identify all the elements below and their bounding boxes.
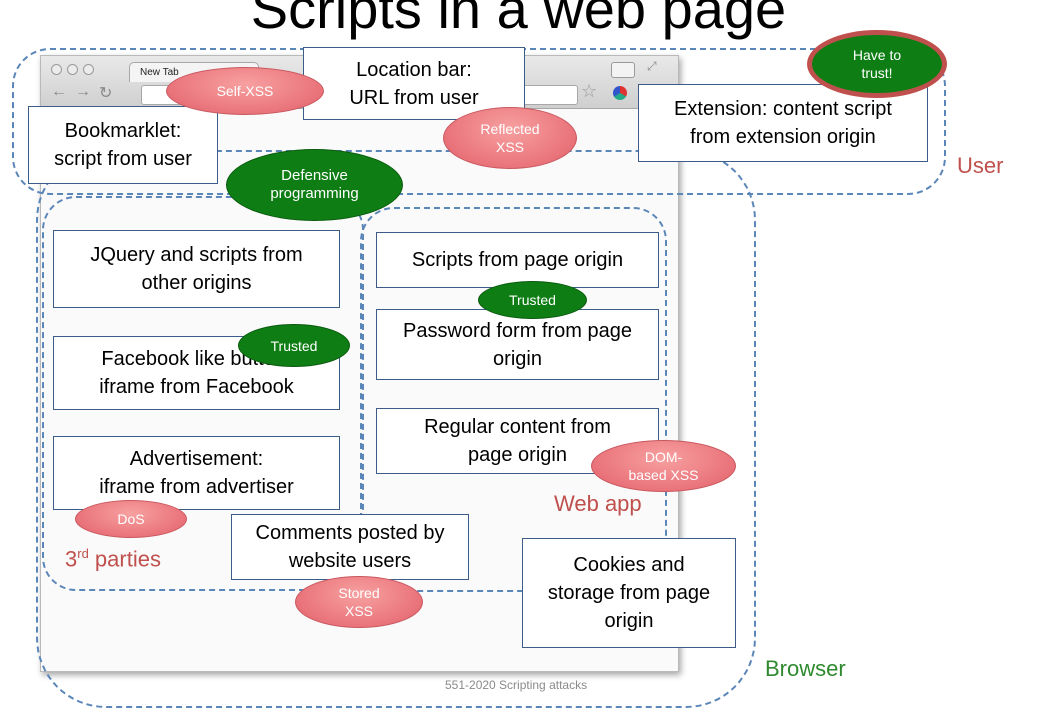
advertisement-line1: Advertisement: (129, 448, 264, 470)
reflected-xss-line2: XSS (495, 139, 524, 155)
have-to-trust-line1: Have to (852, 47, 902, 63)
facebook-line2: iframe from Facebook (99, 376, 294, 398)
jquery-line2: other origins (141, 272, 252, 294)
third-parties-sup: rd (77, 546, 89, 561)
bookmarklet-box: Bookmarklet: script from user (28, 106, 218, 184)
dos-oval: DoS (75, 500, 187, 538)
password-form-line1: Password form from page (403, 319, 632, 342)
extension-line1: Extension: content script (674, 98, 892, 120)
window-close-icon[interactable] (51, 64, 62, 75)
trusted-oval-facebook: Trusted (238, 324, 350, 367)
dom-xss-oval: DOM-based XSS (591, 440, 736, 492)
region-web-app (360, 207, 667, 592)
cookies-line2: storage from page (547, 582, 711, 604)
third-parties-label: 3rd parties (65, 546, 161, 572)
jquery-box: JQuery and scripts from other origins (53, 230, 340, 308)
extension-line2: from extension origin (690, 126, 876, 148)
back-arrow-icon[interactable]: ← (51, 83, 67, 100)
slide-title: Scripts in a web page (250, 0, 787, 40)
bookmark-star-icon[interactable]: ☆ (581, 81, 598, 101)
window-zoom-icon[interactable] (83, 64, 94, 75)
regular-content-line1: Regular content from (424, 416, 611, 438)
stored-xss-line2: XSS (344, 603, 373, 619)
comments-line2: website users (288, 550, 412, 572)
comments-box: Comments posted by website users (231, 514, 469, 580)
browser-label: Browser (765, 656, 846, 681)
location-bar-line2: URL from user (349, 86, 479, 109)
scripts-page-line1: Scripts from page origin (411, 249, 624, 271)
window-minimize-icon[interactable] (67, 64, 78, 75)
fullscreen-icon[interactable]: ⤢ (647, 59, 657, 73)
location-bar-line1: Location bar: (356, 58, 472, 81)
have-to-trust-line2: trust! (861, 65, 893, 81)
slide-footer: 551-2020 Scripting attacks (445, 678, 588, 692)
have-to-trust-oval: Have to trust! (807, 30, 947, 98)
password-form-line2: origin (493, 347, 542, 370)
cookies-line1: Cookies and (573, 554, 685, 576)
location-bar-box: Location bar: URL from user (303, 47, 525, 120)
region-browser (36, 150, 756, 708)
password-form-box: Password form from page origin (376, 309, 659, 380)
cookies-line3: origin (604, 610, 654, 632)
self-xss-oval: Self-XSS (166, 67, 324, 115)
user-label: User (957, 153, 1004, 178)
defensive-line1: Defensive (281, 167, 348, 184)
comments-line1: Comments posted by (255, 522, 445, 544)
profile-icon[interactable] (611, 62, 635, 78)
region-third-parties (42, 196, 364, 591)
defensive-line2: programming (270, 185, 359, 202)
dom-xss-line1: DOM- (644, 449, 683, 465)
cookies-box: Cookies and storage from page origin (522, 538, 736, 648)
scripts-page-box: Scripts from page origin (376, 232, 659, 288)
bookmarklet-line2: script from user (54, 148, 192, 170)
reflected-xss-line1: Reflected (480, 121, 540, 137)
reload-icon[interactable]: ↻ (99, 85, 113, 102)
stored-xss-line1: Stored (338, 585, 380, 601)
extension-icon[interactable] (613, 86, 627, 100)
jquery-line1: JQuery and scripts from (90, 244, 303, 266)
bookmarklet-line1: Bookmarklet: (64, 120, 182, 142)
web-app-label: Web app (554, 491, 642, 516)
third-parties-text: parties (88, 546, 161, 572)
advertisement-line2: iframe from advertiser (99, 476, 294, 498)
third-parties-number: 3 (65, 546, 78, 572)
trusted-oval-web-app: Trusted (478, 281, 587, 319)
forward-arrow-icon[interactable]: → (75, 83, 91, 100)
dom-xss-line2: based XSS (628, 467, 699, 483)
extension-box: Extension: content script from extension … (638, 84, 928, 162)
advertisement-box: Advertisement: iframe from advertiser (53, 436, 340, 510)
regular-content-line2: page origin (468, 444, 567, 466)
